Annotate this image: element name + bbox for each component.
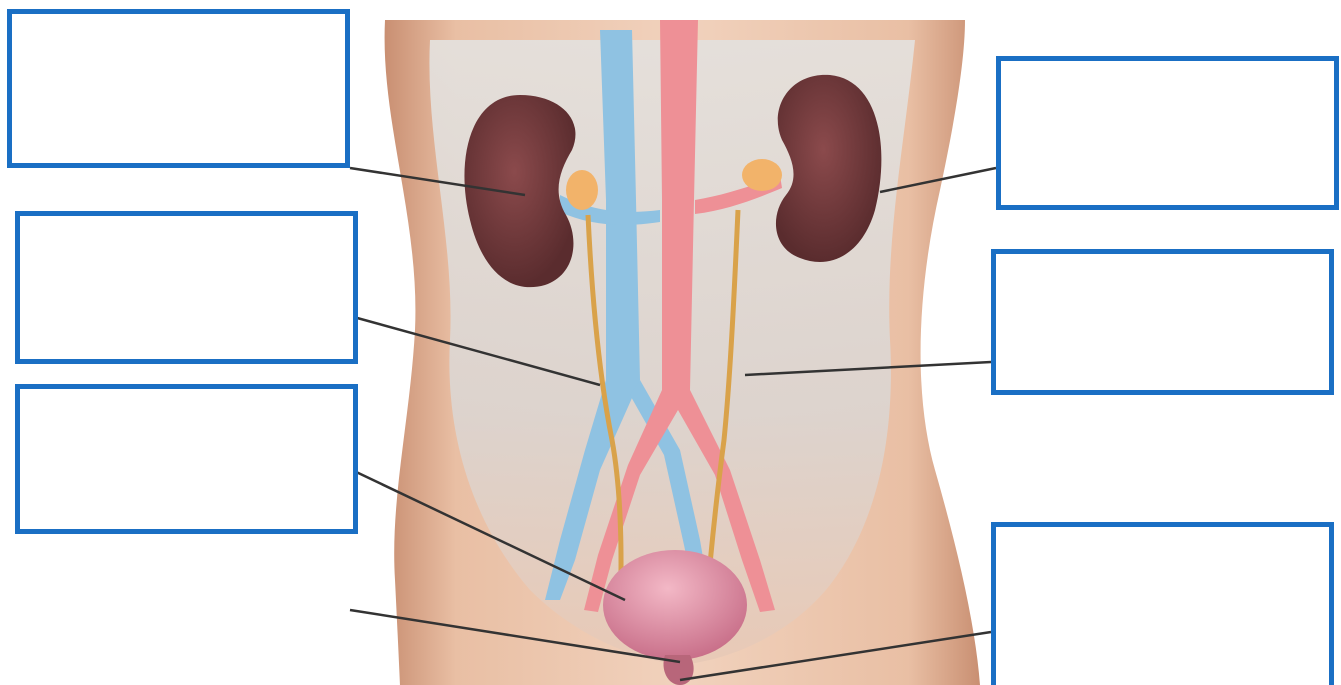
label-box-2[interactable] [15,211,358,364]
label-box-5[interactable] [991,249,1334,395]
left-adrenal-gland [566,170,598,210]
right-adrenal-gland [742,159,782,191]
label-box-3[interactable] [15,384,358,534]
label-box-1[interactable] [7,9,350,168]
label-box-4[interactable] [996,56,1339,210]
urinary-bladder [603,550,747,660]
label-box-6[interactable] [991,522,1334,685]
